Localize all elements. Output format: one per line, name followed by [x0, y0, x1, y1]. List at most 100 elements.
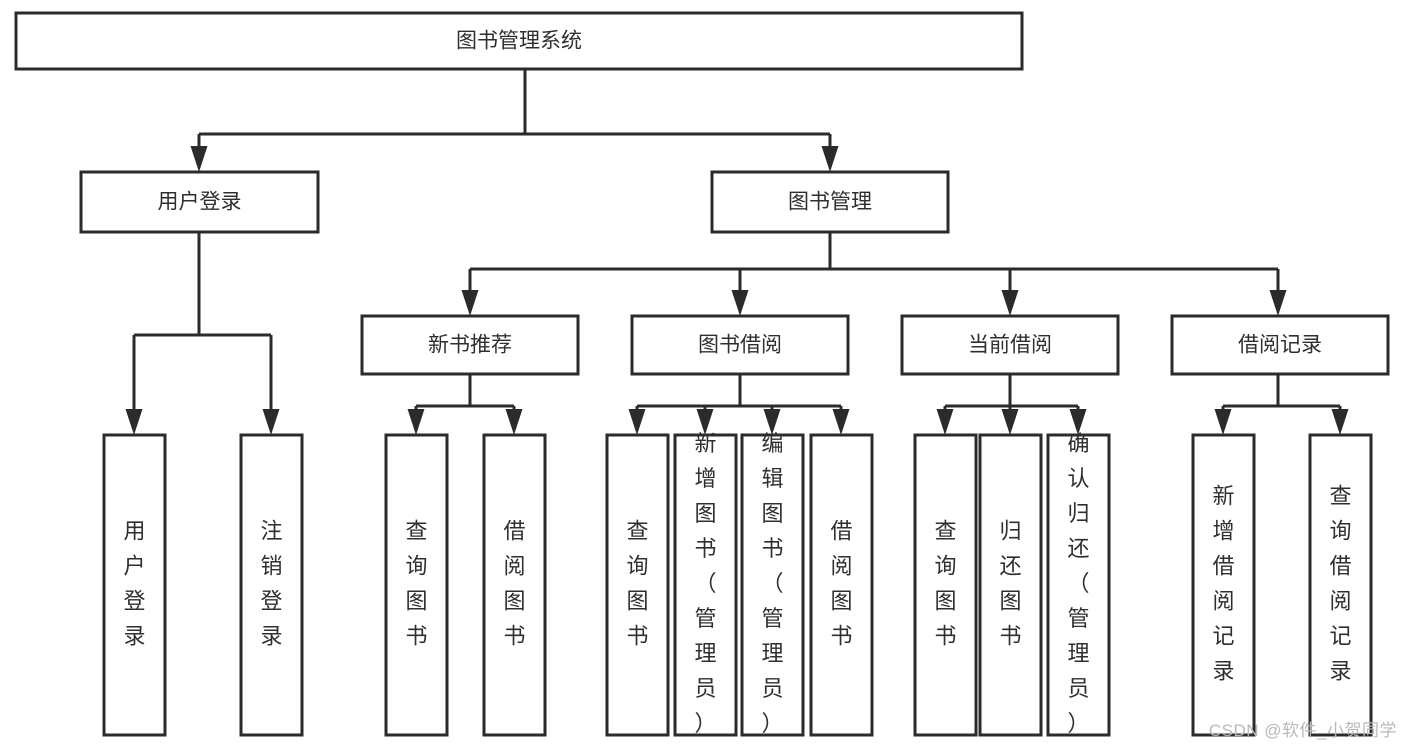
arrow-connector [936, 406, 954, 435]
node-box[interactable] [1191, 433, 1256, 737]
node-leaf-query-book-borrow[interactable]: 查询图书 [605, 433, 670, 737]
node-label: 查询图书 [405, 518, 427, 648]
node-label: 查询图书 [934, 518, 956, 648]
arrow-head-icon [262, 409, 280, 435]
node-label: 查询图书 [626, 518, 648, 648]
node-label: 查询借阅记录 [1329, 483, 1351, 683]
node-label: 图书管理 [788, 191, 872, 214]
node-label: 图书管理系统 [456, 30, 582, 53]
arrow-connector [1001, 269, 1019, 316]
arrow-connector [125, 335, 143, 435]
node-leaf-borrow-book[interactable]: 借阅图书 [809, 433, 874, 737]
node-leaf-query-borrow-record[interactable]: 查询借阅记录 [1308, 433, 1373, 737]
arrow-connector [628, 406, 646, 435]
arrow-head-icon [832, 409, 850, 435]
arrow-connector [1331, 406, 1349, 435]
arrow-connector [1269, 269, 1287, 316]
csdn-watermark: CSDN @软件_小贺同学 [1208, 721, 1397, 740]
arrow-connector [832, 406, 850, 435]
arrow-head-icon [821, 146, 839, 172]
node-box[interactable] [710, 170, 950, 234]
node-box[interactable] [978, 433, 1043, 737]
node-box[interactable] [239, 433, 304, 737]
node-box[interactable] [360, 314, 580, 376]
arrow-head-icon [1331, 409, 1349, 435]
node-borrow-record[interactable]: 借阅记录 [1170, 314, 1390, 376]
node-box[interactable] [1046, 433, 1111, 737]
arrow-head-icon [461, 290, 479, 316]
node-leaf-add-book-admin[interactable]: 新增图书（管理员） [673, 431, 738, 737]
node-box[interactable] [1308, 433, 1373, 737]
node-label: 借阅记录 [1238, 334, 1322, 357]
node-box[interactable] [900, 314, 1120, 376]
arrow-connector [461, 269, 479, 316]
node-label: 图书借阅 [698, 334, 782, 357]
node-label: 新增借阅记录 [1212, 483, 1234, 683]
node-label: 归还图书 [999, 518, 1021, 648]
arrow-head-icon [190, 146, 208, 172]
node-label: 确认归还（管理员） [1067, 431, 1089, 736]
node-layer: 图书管理系统用户登录图书管理新书推荐图书借阅当前借阅借阅记录用户登录注销登录查询… [14, 11, 1390, 737]
arrow-head-icon [1269, 290, 1287, 316]
node-box[interactable] [14, 11, 1024, 71]
arrow-connector [1069, 406, 1087, 435]
arrow-connector [763, 406, 781, 435]
node-book-borrow[interactable]: 图书借阅 [630, 314, 850, 376]
arrow-connector [190, 134, 208, 172]
arrow-connector [1001, 406, 1019, 435]
node-leaf-edit-book-admin[interactable]: 编辑图书（管理员） [740, 431, 805, 737]
arrow-connector [821, 134, 839, 172]
arrow-head-icon [407, 409, 425, 435]
arrow-connector [505, 406, 523, 435]
node-label: 当前借阅 [968, 334, 1052, 357]
node-label: 新书推荐 [428, 334, 512, 357]
arrow-connector [731, 269, 749, 316]
node-user-login[interactable]: 用户登录 [79, 170, 320, 234]
node-box[interactable] [673, 433, 738, 737]
arrow-head-icon [1001, 290, 1019, 316]
arrow-head-icon [763, 409, 781, 435]
node-box[interactable] [102, 433, 167, 737]
arrow-head-icon [936, 409, 954, 435]
node-new-book-recommend[interactable]: 新书推荐 [360, 314, 580, 376]
node-box[interactable] [605, 433, 670, 737]
node-box[interactable] [482, 433, 547, 737]
node-leaf-borrow-book-recommend[interactable]: 借阅图书 [482, 433, 547, 737]
node-box[interactable] [913, 433, 978, 737]
node-box[interactable] [809, 433, 874, 737]
node-leaf-logout-login[interactable]: 注销登录 [239, 433, 304, 737]
node-leaf-return-book[interactable]: 归还图书 [978, 433, 1043, 737]
node-leaf-query-book-current[interactable]: 查询图书 [913, 433, 978, 737]
node-label: 注销登录 [260, 518, 282, 648]
node-leaf-user-login[interactable]: 用户登录 [102, 433, 167, 737]
node-leaf-query-book-recommend[interactable]: 查询图书 [384, 433, 449, 737]
arrow-connector [407, 406, 425, 435]
arrow-head-icon [731, 290, 749, 316]
node-box[interactable] [1170, 314, 1390, 376]
node-leaf-add-borrow-record[interactable]: 新增借阅记录 [1191, 433, 1256, 737]
arrow-head-icon [505, 409, 523, 435]
arrow-head-icon [628, 409, 646, 435]
node-label: 用户登录 [158, 191, 242, 214]
arrow-head-icon [125, 409, 143, 435]
node-label: 编辑图书（管理员） [761, 431, 783, 736]
node-book-management[interactable]: 图书管理 [710, 170, 950, 234]
arrow-head-icon [1069, 409, 1087, 435]
node-label: 借阅图书 [503, 518, 525, 648]
arrow-head-icon [1001, 409, 1019, 435]
node-box[interactable] [740, 433, 805, 737]
arrow-head-icon [1214, 409, 1232, 435]
node-box[interactable] [630, 314, 850, 376]
arrow-connector [696, 406, 714, 435]
node-label: 借阅图书 [830, 518, 852, 648]
node-root[interactable]: 图书管理系统 [14, 11, 1024, 71]
arrow-connector [262, 335, 280, 435]
node-leaf-confirm-return-admin[interactable]: 确认归还（管理员） [1046, 431, 1111, 737]
connector-layer [125, 69, 1349, 435]
node-box[interactable] [384, 433, 449, 737]
node-box[interactable] [79, 170, 320, 234]
arrow-connector [1214, 406, 1232, 435]
node-current-borrow[interactable]: 当前借阅 [900, 314, 1120, 376]
